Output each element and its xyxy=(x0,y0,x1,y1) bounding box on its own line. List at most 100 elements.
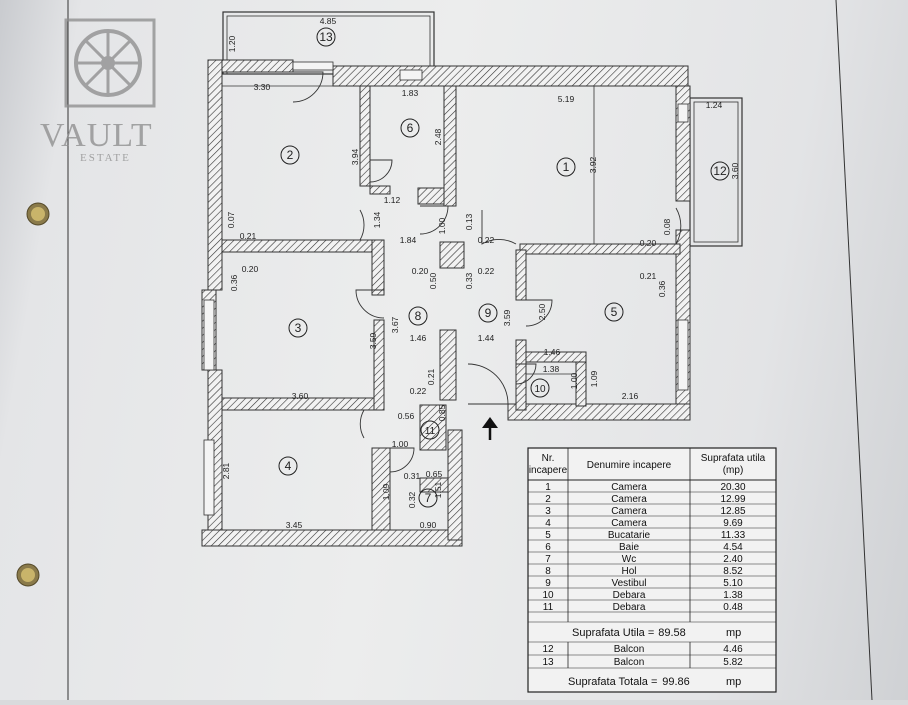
table-cell: 4.46 xyxy=(723,644,743,655)
table-cell: 3 xyxy=(545,506,551,517)
table-cell: 6 xyxy=(545,542,551,553)
table-cell: 10 xyxy=(542,590,554,601)
room-number: 5 xyxy=(611,305,618,319)
room-number: 10 xyxy=(534,384,546,395)
dimension-label: 1.00 xyxy=(392,439,409,449)
dimension-label: 0.32 xyxy=(407,491,417,508)
table-cell: 5.10 xyxy=(723,578,743,589)
room-marker-2 xyxy=(280,145,300,165)
dimension-label: 0.36 xyxy=(229,274,239,291)
usable-area-value: 89.58 xyxy=(658,627,686,639)
dimension-label: 4.85 xyxy=(320,16,337,26)
room-marker-1 xyxy=(556,157,576,177)
room-marker-13 xyxy=(316,27,336,47)
room-marker-6 xyxy=(400,118,420,138)
dimension-label: 0.22 xyxy=(410,386,427,396)
table-cell: 11 xyxy=(543,602,554,613)
dimension-label: 1.83 xyxy=(402,88,419,98)
dimension-label: 2.16 xyxy=(622,391,639,401)
dimension-label: 0.90 xyxy=(420,520,437,530)
table-cell: 4.54 xyxy=(723,542,743,553)
room-number: 6 xyxy=(407,121,414,135)
dimension-label: 5.19 xyxy=(558,94,575,104)
dimension-label: 1.24 xyxy=(706,100,723,110)
dimension-label: 3.59 xyxy=(502,309,512,326)
table-cell: Camera xyxy=(611,506,647,517)
table-cell: 4 xyxy=(545,518,551,529)
vault-estate-logo: VAULT ESTATE xyxy=(40,18,156,164)
total-area-label: Suprafata Totala = xyxy=(568,676,657,688)
table-cell: 12.99 xyxy=(720,494,745,505)
table-cell: 20.30 xyxy=(720,482,745,493)
dimension-label: 0.20 xyxy=(242,264,259,274)
room-number: 2 xyxy=(287,148,294,162)
dimension-label: 2.50 xyxy=(537,303,547,320)
table-cell: 2 xyxy=(545,494,551,505)
table-cell: Camera xyxy=(611,518,647,529)
dimension-label: 0.85 xyxy=(437,404,447,421)
table-cell: 8.52 xyxy=(723,566,743,577)
dimension-label: 1.84 xyxy=(400,235,417,245)
dimension-label: 3.30 xyxy=(254,82,271,92)
table-cell: Hol xyxy=(621,566,636,577)
dimension-label: 0.21 xyxy=(640,271,657,281)
dimension-label: 3.60 xyxy=(730,162,740,179)
dimension-label: 0.65 xyxy=(426,469,443,479)
dimension-label: 1.12 xyxy=(384,195,401,205)
dimension-label: 0.08 xyxy=(662,218,672,235)
logo-subtitle: ESTATE xyxy=(80,152,131,164)
dimension-label: 3.60 xyxy=(292,391,309,401)
dimension-label: 3.59 xyxy=(368,332,378,349)
room-marker-3 xyxy=(288,318,308,338)
dimension-label: 0.56 xyxy=(398,411,415,421)
dimension-label: 1.00 xyxy=(569,372,579,389)
dimension-label: 2.81 xyxy=(221,462,231,479)
dimension-label: 1.34 xyxy=(372,211,382,228)
room-number: 3 xyxy=(295,321,302,335)
dimension-label: 0.07 xyxy=(226,211,236,228)
table-cell: 13 xyxy=(542,657,554,668)
punch-hole-inner-icon xyxy=(31,207,45,221)
room-marker-5 xyxy=(604,302,624,322)
room-marker-4 xyxy=(278,456,298,476)
table-cell: Balcon xyxy=(614,644,645,655)
room-marker-7 xyxy=(418,488,438,508)
dimension-label: 1.20 xyxy=(227,35,237,52)
table-header: Nr. xyxy=(542,453,555,464)
dimension-label: 3.67 xyxy=(390,316,400,333)
usable-area-unit: mp xyxy=(726,627,741,639)
table-cell: 7 xyxy=(545,554,551,565)
room-number: 9 xyxy=(485,306,492,320)
punch-hole-inner-icon xyxy=(21,568,35,582)
dimension-label: 1.51 xyxy=(433,481,443,498)
table-header: Denumire incapere xyxy=(587,460,672,471)
dimension-label: 0.21 xyxy=(240,231,257,241)
table-cell: 1.38 xyxy=(723,590,743,601)
dimension-label: 1.44 xyxy=(478,333,495,343)
sheet-border-right xyxy=(835,0,873,701)
table-cell: 5 xyxy=(545,530,551,541)
table-cell: 2.40 xyxy=(723,554,743,565)
table-cell: Bucatarie xyxy=(608,530,651,541)
entrance-arrow-icon xyxy=(482,417,498,440)
dimension-label: 1.38 xyxy=(543,364,560,374)
room-number: 7 xyxy=(425,491,432,505)
table-cell: Baie xyxy=(619,542,639,553)
room-marker-12 xyxy=(710,161,730,181)
table-header: (mp) xyxy=(723,465,744,476)
usable-area-label: Suprafata Utila = xyxy=(572,627,654,639)
door-swings xyxy=(292,71,682,473)
room-number: 1 xyxy=(563,160,570,174)
dimension-label: 0.20 xyxy=(640,238,657,248)
table-cell: Camera xyxy=(611,482,647,493)
total-area-value: 99.86 xyxy=(662,676,690,688)
dimension-label: 1.09 xyxy=(589,370,599,387)
interior-walls xyxy=(221,85,681,531)
dimension-label: 2.48 xyxy=(433,128,443,145)
room-marker-8 xyxy=(408,306,428,326)
total-area-unit: mp xyxy=(726,676,741,688)
table-cell: Debara xyxy=(613,590,646,601)
table-cell: 5.82 xyxy=(723,657,743,668)
